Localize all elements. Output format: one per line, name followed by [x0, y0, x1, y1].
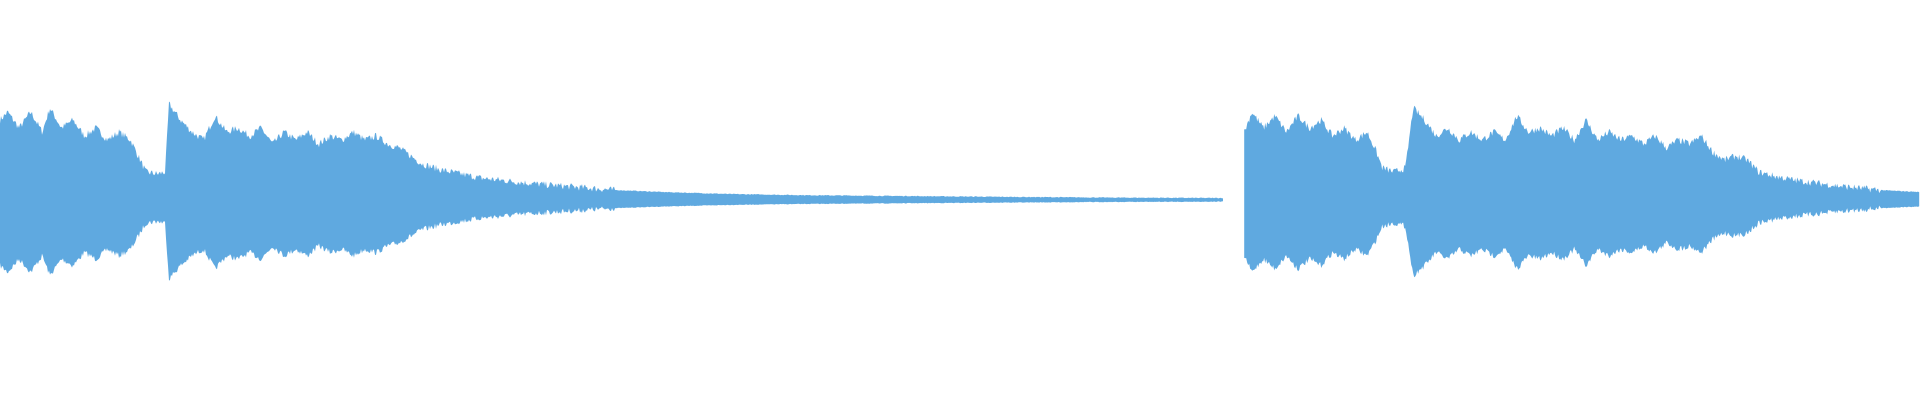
waveform-segment-2: [1244, 105, 1920, 278]
waveform-segments: [0, 101, 1920, 281]
waveform-segment-1: [0, 101, 1223, 281]
